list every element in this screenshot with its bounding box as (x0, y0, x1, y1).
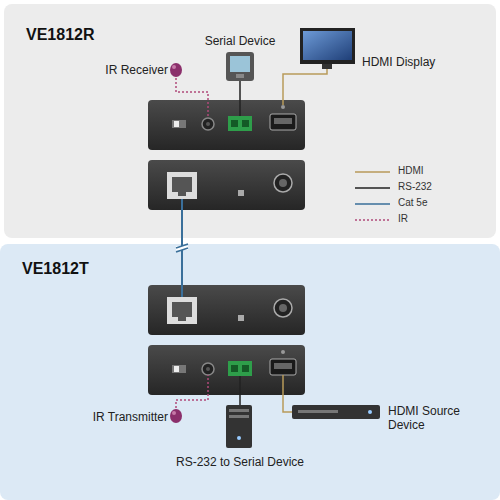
panel-title: VE1812R (26, 26, 95, 44)
hdmi-display-icon-part (303, 31, 352, 60)
legend-samples-part (355, 171, 390, 173)
pc-tower-icon-part (229, 409, 249, 412)
legend-text: HDMI (398, 165, 424, 177)
pc-tower-icon-part (237, 436, 241, 440)
device-label: HDMI Source Device (388, 404, 478, 433)
hdmi-source-icon-part (292, 405, 380, 419)
hdmi-display-icon-part (322, 64, 332, 69)
hdmi-source-icon-part (298, 410, 338, 413)
hdmi-display-icon (283, 28, 355, 105)
legend-text: IR (398, 213, 408, 225)
serial-device-icon-part (226, 52, 254, 81)
pc-tower-icon-part (229, 415, 249, 418)
receiver-front-unit (148, 100, 305, 150)
ir-transmitter-icon-part (170, 409, 182, 423)
cat5e-cable-part (176, 248, 188, 252)
legend-text: Cat 5e (398, 197, 427, 209)
ir-transmitter-icon (170, 375, 208, 423)
ir-receiver-icon-part (172, 65, 176, 69)
legend-text: RS-232 (398, 181, 432, 193)
ir-receiver-icon (170, 63, 208, 118)
serial-device-icon-part (230, 56, 250, 72)
device-label: IR Transmitter (76, 410, 168, 424)
device-label: RS-232 to Serial Device (140, 455, 340, 469)
hdmi-display-icon-part (283, 69, 327, 105)
transmitter-back-unit (148, 285, 305, 335)
device-label: Serial Device (190, 34, 290, 48)
cat5e-cable-part (176, 244, 188, 248)
legend-samples-part (355, 219, 390, 221)
pc-tower-icon-part (239, 376, 241, 405)
device-label: HDMI Display (362, 55, 472, 69)
legend-samples-part (355, 203, 390, 205)
ir-transmitter-icon-part (172, 411, 176, 415)
hdmi-display-icon-part (300, 28, 355, 64)
serial-device-icon-part (239, 80, 241, 116)
transmitter-panel (0, 244, 500, 500)
hdmi-source-icon-part (368, 410, 372, 414)
receiver-back-unit (148, 160, 305, 210)
panel-title: VE1812T (22, 260, 89, 278)
serial-device-icon (226, 52, 254, 116)
cat5e-cable (176, 199, 188, 297)
legend-samples (355, 172, 390, 220)
ir-receiver-icon-part (176, 78, 208, 118)
device-label: IR Receiver (92, 63, 168, 77)
receiver-panel (4, 4, 496, 238)
pc-tower-icon-part (226, 405, 252, 448)
transmitter-front-unit (148, 345, 305, 395)
hdmi-source-icon (283, 375, 380, 419)
hdmi-source-icon-part (283, 375, 292, 412)
serial-device-icon-part (236, 74, 244, 78)
ir-transmitter-icon-part (176, 375, 208, 408)
pc-tower-icon (226, 376, 252, 448)
ir-receiver-icon-part (170, 63, 182, 77)
legend-samples-part (355, 187, 390, 189)
